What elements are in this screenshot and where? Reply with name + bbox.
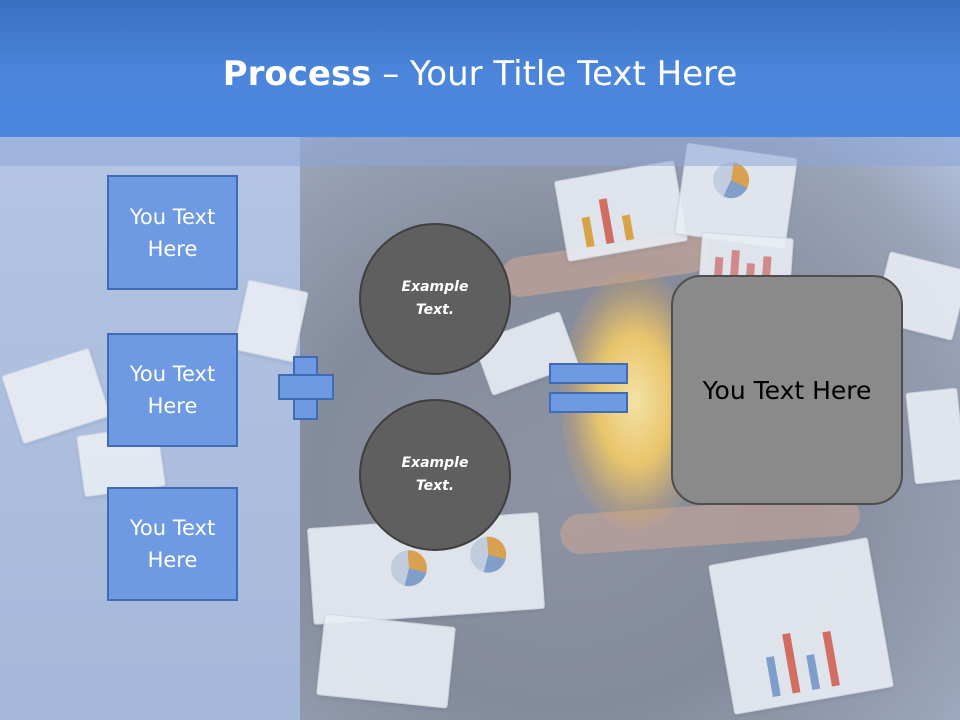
header-band: [0, 137, 960, 166]
text-box-1: You Text Here: [107, 175, 238, 290]
text-box-3: You Text Here: [107, 487, 238, 601]
text-box-line: Here: [147, 548, 198, 572]
background-paper: [233, 279, 309, 363]
result-box-text: You Text Here: [702, 375, 872, 405]
background-paper: [1, 347, 111, 445]
example-circle-2: Example Text.: [359, 399, 511, 551]
slide-title: Process – Your Title Text Here: [0, 52, 960, 96]
text-box-2: You Text Here: [107, 333, 238, 447]
equals-icon-bottom: [549, 392, 628, 413]
circle-line: Example: [401, 455, 469, 471]
header-bar: [0, 0, 960, 137]
circle-line: Text.: [415, 478, 455, 494]
equals-icon-top: [549, 363, 628, 384]
text-box-line: You Text: [129, 362, 216, 386]
result-box: You Text Here: [671, 275, 903, 505]
text-box-line: You Text: [129, 204, 216, 229]
text-box-line: You Text: [129, 516, 216, 540]
background-paper: [708, 537, 894, 715]
background-paper: [316, 613, 456, 709]
circle-line: Example: [401, 279, 469, 295]
example-circle-1: Example Text.: [359, 223, 511, 375]
title-rest: – Your Title Text Here: [371, 54, 738, 94]
text-box-line: Here: [147, 236, 198, 261]
text-box-line: Here: [147, 394, 198, 418]
circle-line: Text.: [415, 302, 455, 318]
plus-icon-center: [295, 376, 316, 398]
title-bold: Process: [222, 54, 372, 94]
background-paper: [905, 387, 960, 485]
